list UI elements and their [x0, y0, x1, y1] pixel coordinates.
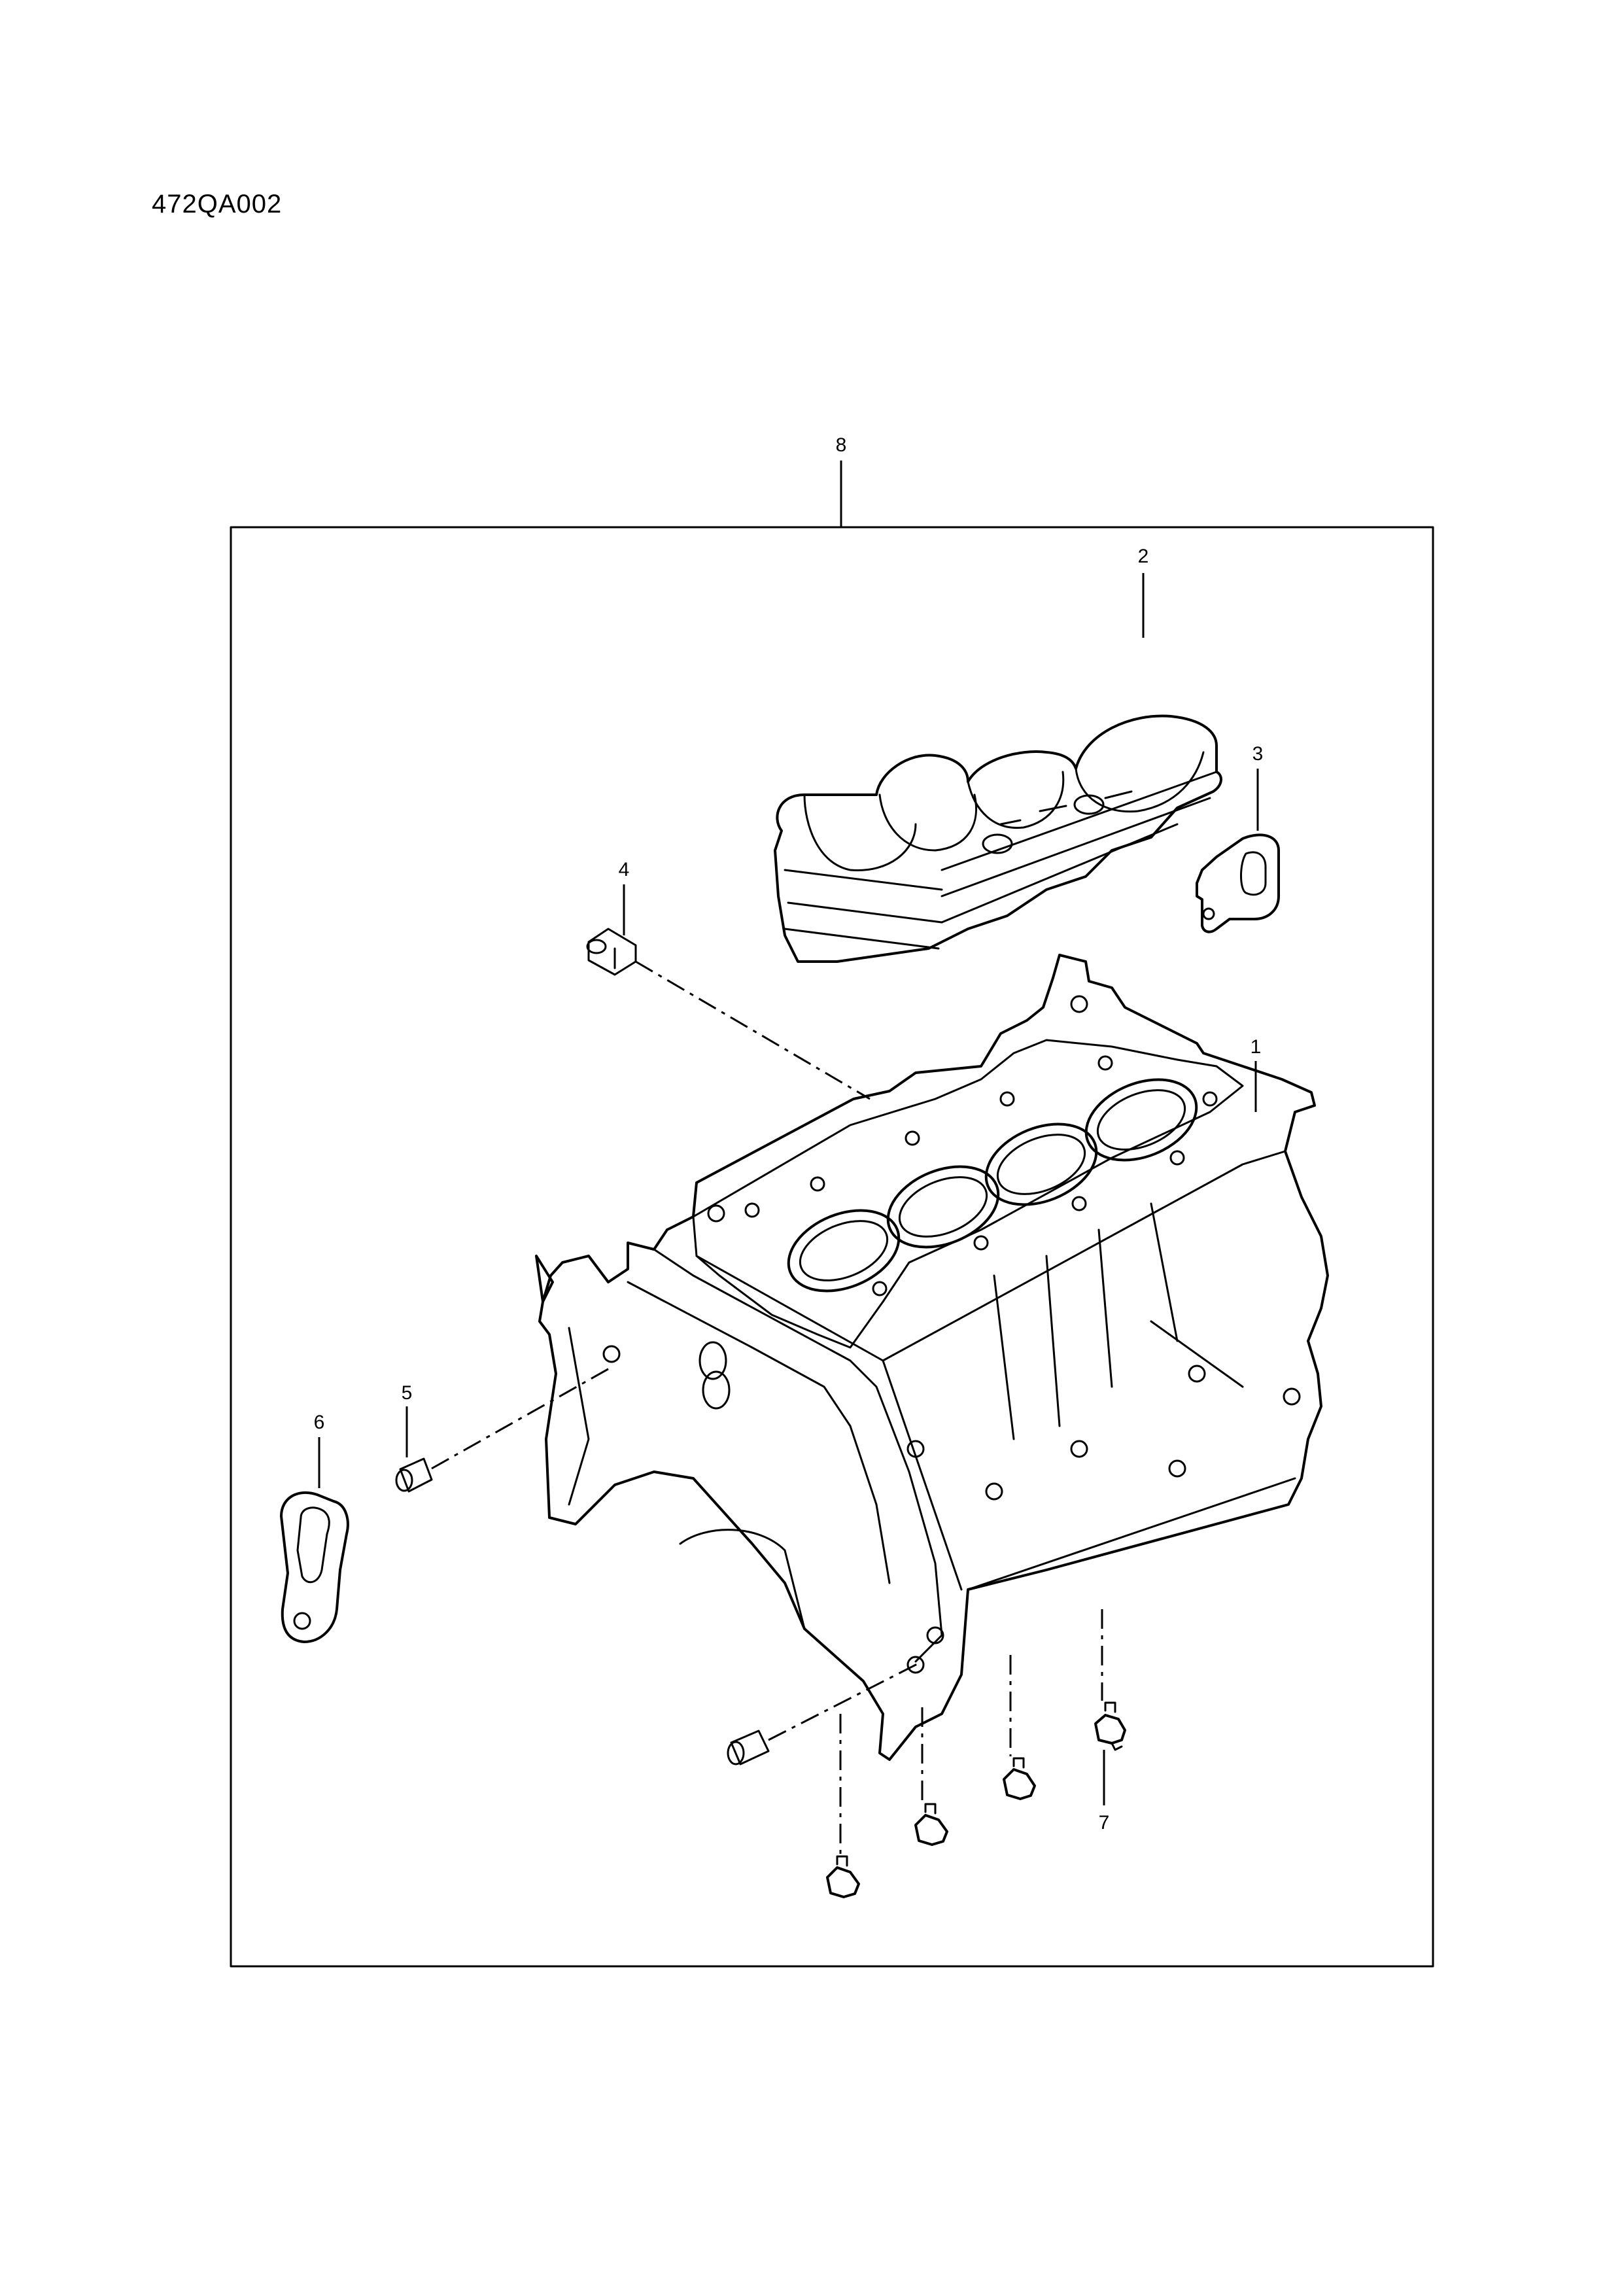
callout-2: 2 [1137, 546, 1149, 567]
diagram-code: 472QA002 [152, 190, 283, 218]
dowel-pin-part-5 [395, 1366, 612, 1493]
callout-5: 5 [401, 1382, 413, 1404]
assembly-frame [230, 526, 1434, 1968]
dowel-pin-lower [727, 1660, 923, 1765]
callout-6: 6 [313, 1412, 325, 1433]
oil-jet-part-7 [826, 1609, 1126, 1898]
cylinder-block-part-1 [535, 954, 1329, 1761]
callout-4: 4 [618, 859, 630, 880]
bracket-part-3 [1196, 769, 1280, 933]
plug-part-4 [586, 884, 871, 1100]
callout-1: 1 [1250, 1036, 1262, 1058]
callout-8: 8 [835, 434, 847, 456]
gasket-part-6 [280, 1437, 349, 1643]
callout-7: 7 [1098, 1812, 1110, 1834]
callout-3: 3 [1252, 743, 1264, 765]
liner-insert-part-2 [774, 573, 1222, 963]
